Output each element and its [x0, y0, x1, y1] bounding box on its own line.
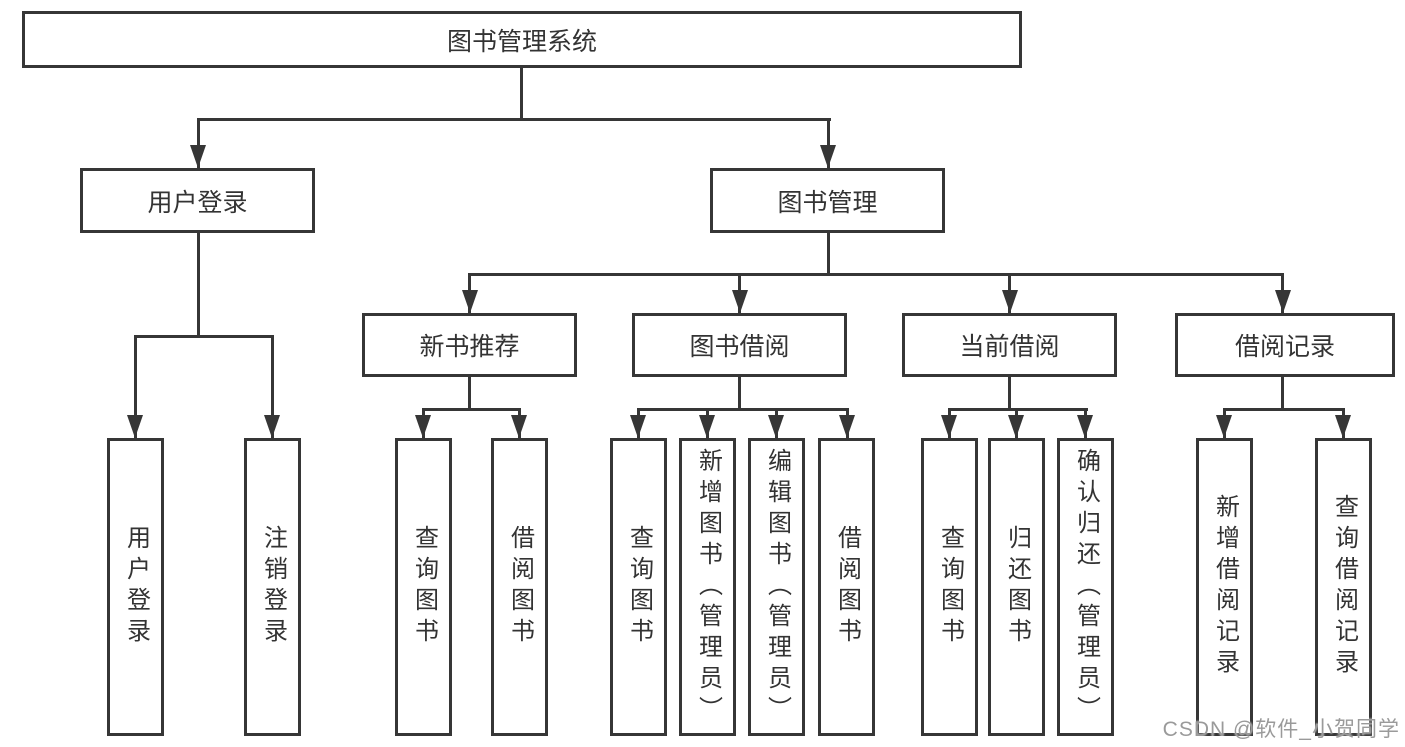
- node-new-book-recommend: 新书推荐: [362, 313, 577, 377]
- node-borrow-records: 借阅记录: [1175, 313, 1395, 377]
- node-query-books-1: 查询图书: [395, 438, 452, 736]
- node-add-book-admin: 新增图书（管理员）: [679, 438, 736, 736]
- connector-group-d-bar: [948, 408, 1088, 411]
- arrowhead-borrow-records: [1275, 290, 1291, 313]
- arrowhead-user-login-leaf: [127, 415, 143, 438]
- arrowhead-return-books: [1008, 415, 1024, 438]
- connector-user-login-leaf-stem: [134, 335, 137, 438]
- connector-user-login-stem: [197, 118, 200, 168]
- arrowhead-confirm-return: [1077, 415, 1093, 438]
- connector-group-c-stem: [738, 377, 741, 411]
- arrowhead-new-book: [462, 290, 478, 313]
- arrowhead-query-books-1: [415, 415, 431, 438]
- connector-login-group-stem: [197, 233, 200, 338]
- node-query-borrow-record: 查询借阅记录: [1315, 438, 1372, 736]
- connector-group-c-bar: [637, 408, 849, 411]
- arrowhead-query-record: [1335, 415, 1351, 438]
- arrowhead-edit-book: [768, 415, 784, 438]
- arrowhead-book-management: [820, 145, 836, 168]
- connector-logout-stem: [271, 335, 274, 438]
- node-borrow-books-1: 借阅图书: [491, 438, 548, 736]
- connector-group-d-stem: [1008, 377, 1011, 411]
- arrowhead-book-borrow: [732, 290, 748, 313]
- csdn-watermark: CSDN @软件_小贺同学: [1162, 718, 1400, 741]
- arrowhead-query-books-3: [941, 415, 957, 438]
- arrowhead-logout: [264, 415, 280, 438]
- node-return-books: 归还图书: [988, 438, 1045, 736]
- connector-book-mgmt-stem: [827, 233, 830, 276]
- node-library-management-system: 图书管理系统: [22, 11, 1022, 68]
- connector-group-e-stem: [1281, 377, 1284, 411]
- arrowhead-borrow-books-1: [511, 415, 527, 438]
- node-borrow-books-2: 借阅图书: [818, 438, 875, 736]
- arrowhead-borrow-books-2: [839, 415, 855, 438]
- node-book-management: 图书管理: [710, 168, 945, 233]
- connector-level2-bar: [197, 118, 831, 121]
- node-edit-book-admin: 编辑图书（管理员）: [748, 438, 805, 736]
- arrowhead-query-books-2: [630, 415, 646, 438]
- arrowhead-user-login: [190, 145, 206, 168]
- connector-root-stem: [520, 68, 523, 121]
- connector-group-b-stem: [468, 377, 471, 411]
- node-confirm-return-admin: 确认归还（管理员）: [1057, 438, 1114, 736]
- connector-group-e-bar: [1223, 408, 1345, 411]
- arrowhead-add-book: [699, 415, 715, 438]
- node-user-login-leaf: 用户登录: [107, 438, 164, 736]
- node-query-books-3: 查询图书: [921, 438, 978, 736]
- node-user-login: 用户登录: [80, 168, 315, 233]
- node-add-borrow-record: 新增借阅记录: [1196, 438, 1253, 736]
- connector-level3-bar: [468, 273, 1284, 276]
- connector-group-b-bar: [422, 408, 521, 411]
- node-query-books-2: 查询图书: [610, 438, 667, 736]
- node-current-borrow: 当前借阅: [902, 313, 1117, 377]
- connector-login-group-bar: [134, 335, 274, 338]
- connector-book-management-stem: [827, 118, 830, 168]
- arrowhead-current-borrow: [1002, 290, 1018, 313]
- node-logout: 注销登录: [244, 438, 301, 736]
- node-book-borrow: 图书借阅: [632, 313, 847, 377]
- arrowhead-add-record: [1216, 415, 1232, 438]
